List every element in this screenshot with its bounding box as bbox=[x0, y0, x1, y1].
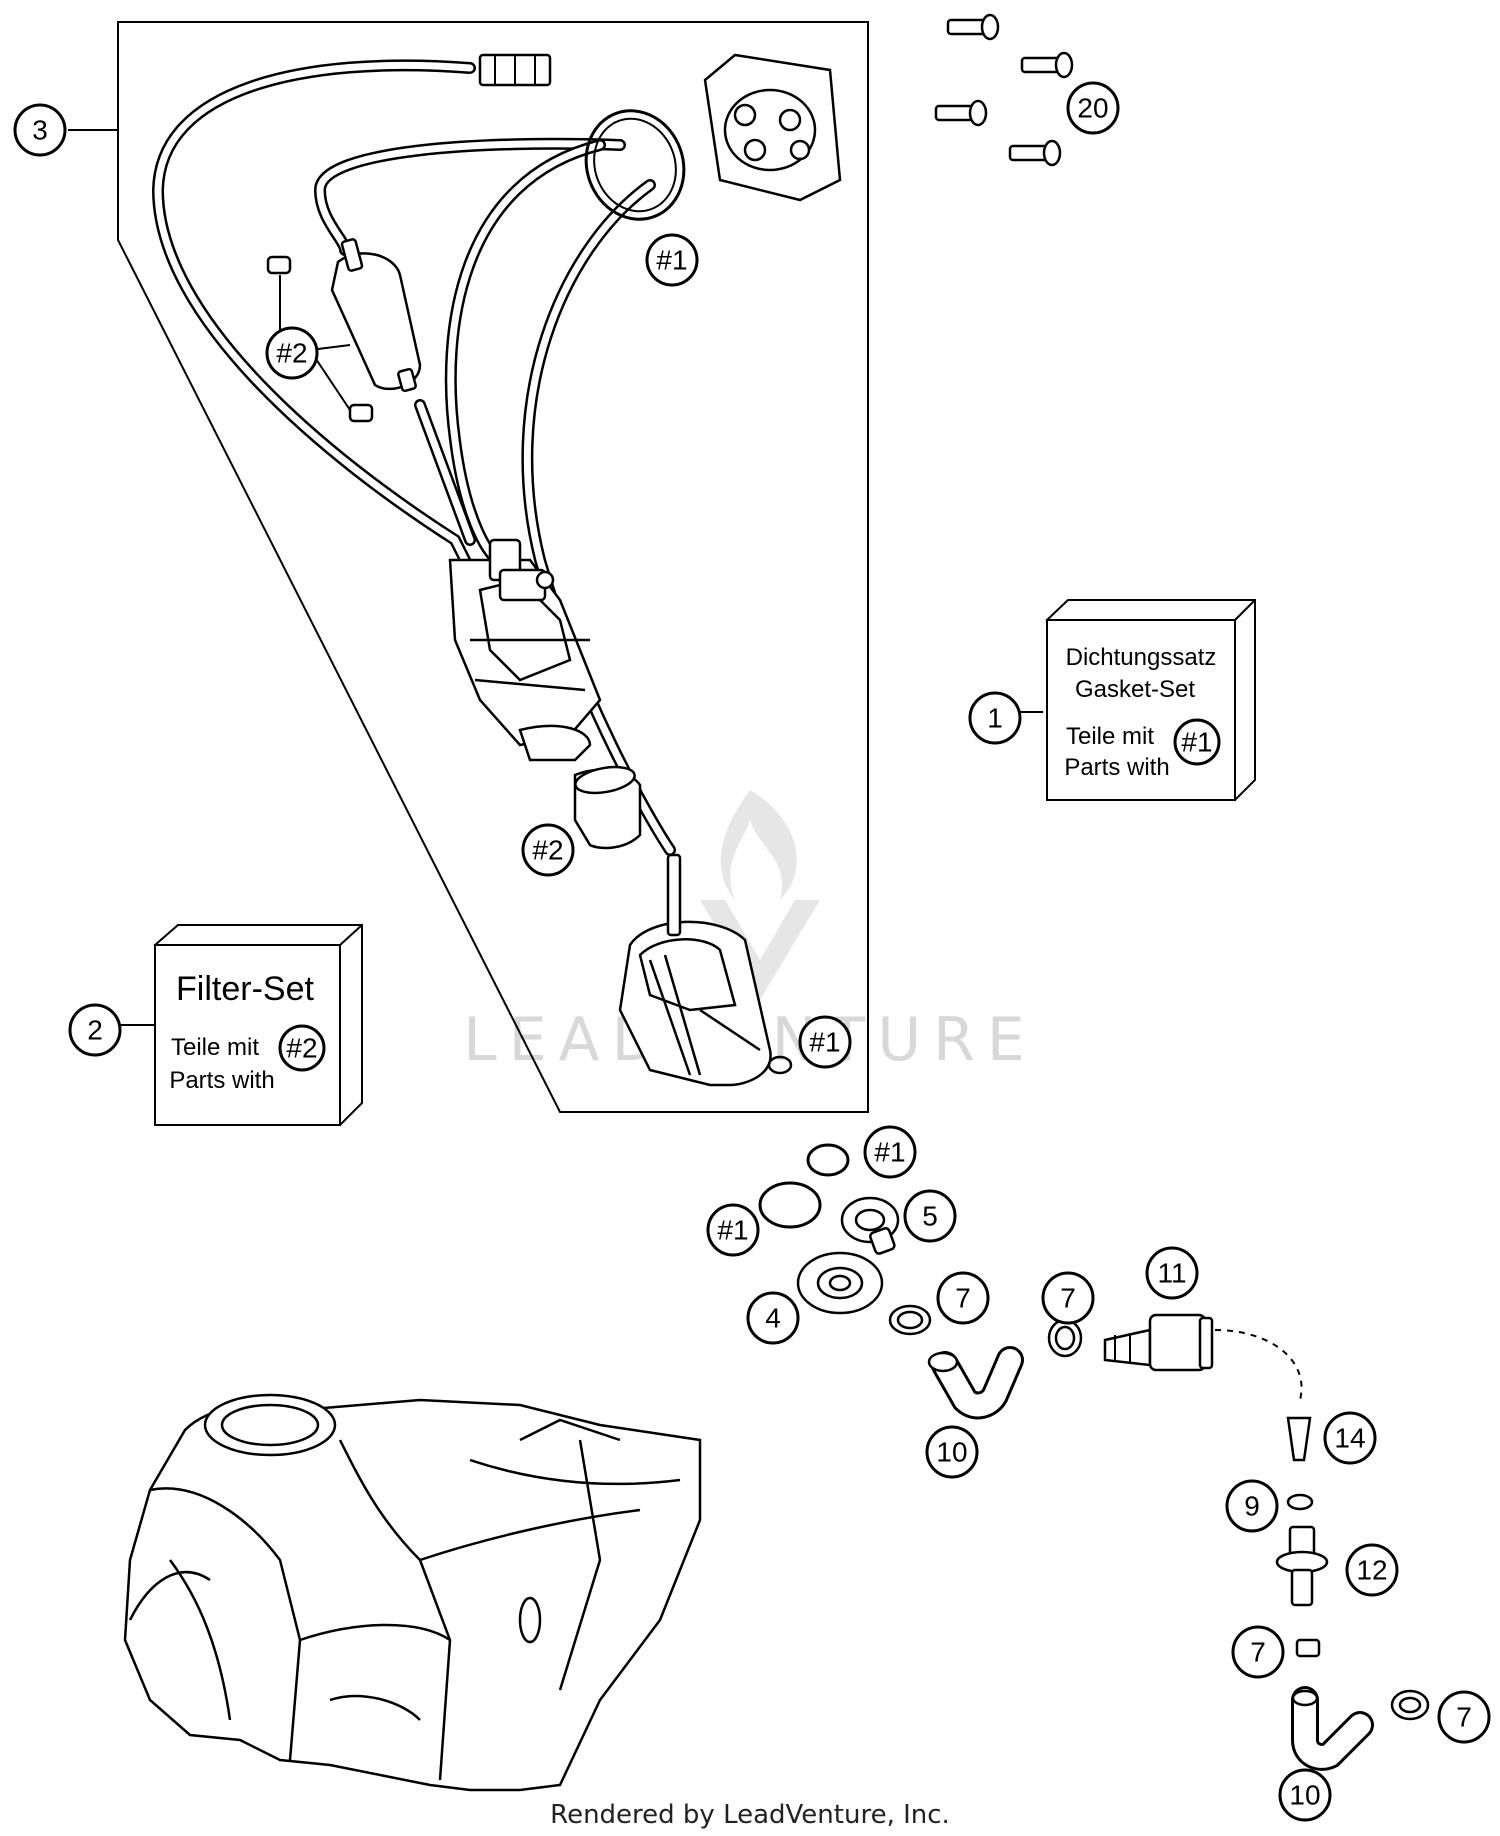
hose-clamp bbox=[1047, 1318, 1083, 1358]
pump-strainer-housing bbox=[618, 853, 772, 1087]
callout-h2-sleeve: #2 bbox=[521, 823, 575, 877]
svg-text:7: 7 bbox=[1250, 1637, 1266, 1668]
svg-text:#1: #1 bbox=[809, 1027, 840, 1058]
elbow-hose-lower bbox=[1291, 1686, 1374, 1771]
bolt bbox=[946, 13, 1000, 41]
gasket-box-line2: Gasket-Set bbox=[1075, 676, 1195, 703]
svg-text:12: 12 bbox=[1356, 1555, 1387, 1586]
callout-h1-oring-a: #1 bbox=[863, 1125, 917, 1179]
gasket-box-ref: #1 bbox=[1181, 727, 1212, 758]
svg-text:7: 7 bbox=[955, 1283, 971, 1314]
filter-box-title: Filter-Set bbox=[176, 970, 314, 1008]
svg-text:#1: #1 bbox=[656, 245, 687, 276]
watermark-v-icon bbox=[700, 900, 820, 1000]
filter-set-box: Filter-Set Teile mit Parts with #2 bbox=[153, 924, 363, 1127]
fuel-tank bbox=[123, 1393, 702, 1792]
svg-text:10: 10 bbox=[936, 1437, 967, 1468]
quick-connector-11 bbox=[1103, 1313, 1303, 1401]
elbow-hose-upper bbox=[927, 1346, 1024, 1420]
svg-text:20: 20 bbox=[1077, 93, 1108, 124]
gasket-box-line4: Parts with bbox=[1064, 754, 1169, 781]
hose-clamp bbox=[1390, 1689, 1430, 1721]
callout-7a: 7 bbox=[936, 1271, 990, 1325]
callout-10b: 10 bbox=[1278, 1768, 1332, 1822]
svg-text:4: 4 bbox=[765, 1303, 781, 1334]
callout-4: 4 bbox=[746, 1291, 800, 1345]
gasket-box-ref-circle bbox=[1173, 718, 1221, 766]
gasket-box-line3: Teile mit bbox=[1066, 723, 1154, 750]
valve-5 bbox=[840, 1196, 900, 1255]
flange-seal-4 bbox=[796, 1251, 884, 1315]
callout-12: 12 bbox=[1345, 1543, 1399, 1597]
pin-14 bbox=[1286, 1416, 1312, 1462]
svg-text:7: 7 bbox=[1456, 1702, 1472, 1733]
callout-3: 3 bbox=[13, 103, 67, 157]
callout-20: 20 bbox=[1066, 81, 1120, 135]
leader-lines bbox=[120, 711, 1043, 1026]
callout-h2-filter: #2 bbox=[265, 326, 319, 380]
svg-text:5: 5 bbox=[922, 1201, 938, 1232]
o-ring-large bbox=[758, 1181, 822, 1229]
svg-text:#1: #1 bbox=[717, 1215, 748, 1246]
svg-text:7: 7 bbox=[1060, 1283, 1076, 1314]
hose-clamp bbox=[888, 1304, 932, 1336]
watermark-flame-icon bbox=[720, 790, 797, 900]
pump-sleeve bbox=[573, 765, 642, 850]
svg-text:10: 10 bbox=[1289, 1780, 1320, 1811]
callout-h1-oring-b: #1 bbox=[706, 1203, 760, 1257]
callout-7d: 7 bbox=[1437, 1690, 1491, 1744]
bolts-20 bbox=[934, 13, 1074, 167]
filter-clip bbox=[266, 255, 292, 275]
filter-box-line1: Teile mit bbox=[171, 1034, 259, 1061]
inline-fuel-filter bbox=[266, 238, 422, 423]
bolt bbox=[1008, 139, 1062, 167]
svg-text:1: 1 bbox=[987, 703, 1003, 734]
callouts: 1 2 3 4 5 7 7 7 7 9 10 10 11 12 14 20 #1… bbox=[13, 81, 1491, 1822]
svg-text:9: 9 bbox=[1244, 1491, 1260, 1522]
bolt bbox=[1020, 51, 1074, 79]
small-o-ring bbox=[767, 1055, 793, 1075]
gasket-set-box: Dichtungssatz Gasket-Set Teile mit Parts… bbox=[1045, 599, 1256, 802]
svg-text:14: 14 bbox=[1334, 1423, 1365, 1454]
gasket-box-line1: Dichtungssatz bbox=[1066, 644, 1217, 671]
hose-clamp-small bbox=[1295, 1638, 1321, 1658]
svg-text:3: 3 bbox=[32, 115, 48, 146]
o-ring-medium bbox=[806, 1143, 850, 1177]
callout-14: 14 bbox=[1323, 1411, 1377, 1465]
svg-text:11: 11 bbox=[1157, 1258, 1186, 1289]
callout-5: 5 bbox=[903, 1189, 957, 1243]
callout-h1-ring: #1 bbox=[645, 233, 699, 287]
callout-7b: 7 bbox=[1041, 1271, 1095, 1325]
nipple-12 bbox=[1275, 1525, 1329, 1607]
filter-clip bbox=[348, 403, 374, 423]
callout-9: 9 bbox=[1225, 1479, 1279, 1533]
footer-credit: Rendered by LeadVenture, Inc. bbox=[550, 1800, 950, 1830]
svg-text:2: 2 bbox=[87, 1015, 103, 1046]
filter-box-ref: #2 bbox=[286, 1033, 317, 1064]
callout-10a: 10 bbox=[925, 1425, 979, 1479]
callout-7c: 7 bbox=[1231, 1625, 1285, 1679]
filter-box-line2: Parts with bbox=[169, 1067, 274, 1094]
callout-h1-pump: #1 bbox=[798, 1015, 852, 1069]
o-ring-9 bbox=[1286, 1493, 1314, 1511]
svg-text:#2: #2 bbox=[276, 338, 307, 369]
svg-text:#1: #1 bbox=[874, 1137, 905, 1168]
flange-gasket-ring bbox=[584, 109, 686, 221]
wire-harness bbox=[151, 53, 552, 596]
assembly-3-outline bbox=[117, 21, 869, 1113]
callout-2: 2 bbox=[68, 1003, 122, 1057]
callout-11: 11 bbox=[1145, 1246, 1199, 1300]
callout-1: 1 bbox=[968, 691, 1022, 745]
pump-flange bbox=[703, 53, 842, 202]
filter-box-ref-circle bbox=[278, 1024, 326, 1072]
svg-text:#2: #2 bbox=[532, 835, 563, 866]
bolt bbox=[934, 99, 988, 127]
fuel-pump-unit bbox=[448, 538, 602, 762]
